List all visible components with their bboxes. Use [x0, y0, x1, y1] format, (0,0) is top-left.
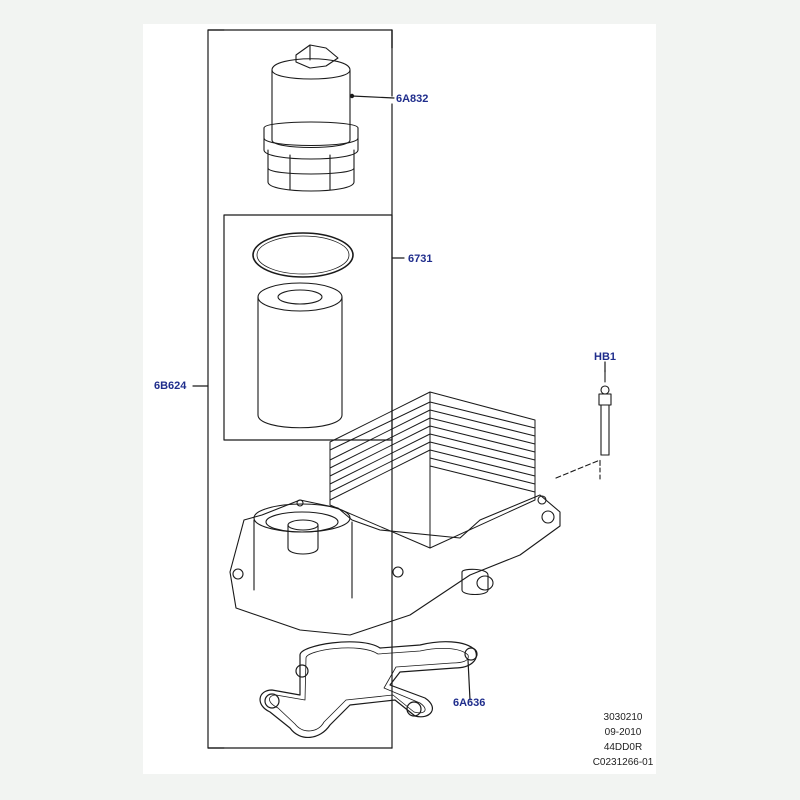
filter-element	[257, 282, 343, 429]
o-ring	[252, 232, 354, 278]
filter-housing	[229, 494, 561, 636]
assembly-bracket	[192, 29, 393, 749]
reference-line-3: 44DD0R	[603, 742, 643, 753]
oil-filter-cap	[263, 44, 359, 192]
reference-line-2: 09-2010	[604, 727, 642, 738]
cap-leader	[349, 93, 395, 99]
gasket	[259, 641, 478, 738]
element-bracket	[223, 214, 405, 441]
callout-gasket[interactable]: 6A636	[453, 697, 486, 709]
callout-housing-assembly[interactable]: 6B624	[154, 380, 187, 392]
callout-cap[interactable]: 6A832	[396, 93, 429, 105]
reference-line-1: 3030210	[603, 712, 643, 723]
oil-cooler	[329, 391, 536, 549]
callout-element-and-oring[interactable]: 6731	[408, 253, 433, 265]
diagram-panel	[143, 24, 656, 774]
bolt	[555, 369, 612, 481]
reference-line-4: C0231266-01	[592, 757, 654, 768]
callout-bolt[interactable]: HB1	[594, 351, 617, 363]
